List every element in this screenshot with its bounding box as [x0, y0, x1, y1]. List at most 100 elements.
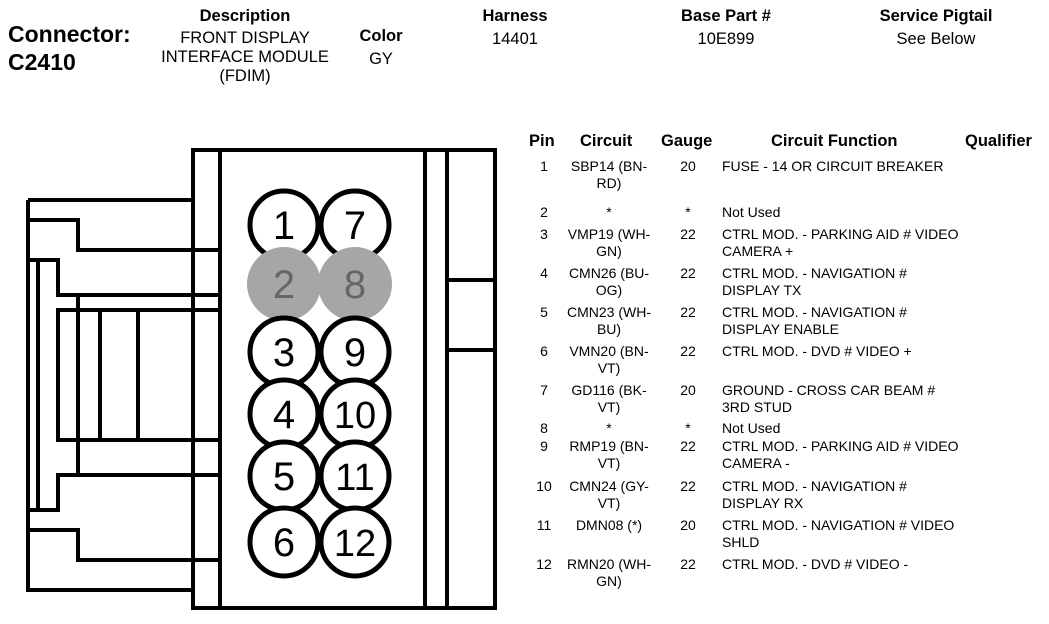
pin-6: 6 — [247, 505, 321, 579]
header-pin: Pin — [529, 132, 555, 150]
circuit-cell: VMP19 (WH-GN) — [567, 226, 651, 259]
function-cell: Not Used — [722, 204, 781, 220]
function-cell: CTRL MOD. - NAVIGATION # DISPLAY RX — [722, 478, 907, 511]
pin-8: 8 — [318, 247, 392, 321]
circuit-cell: CMN26 (BU-OG) — [568, 265, 650, 298]
header-gauge: Gauge — [661, 132, 713, 150]
circuit-cell: * — [606, 420, 612, 436]
base-part-value: 10E899 — [697, 30, 755, 48]
circuit-cell: SBP14 (BN-RD) — [570, 158, 648, 191]
function-cell: CTRL MOD. - DVD # VIDEO + — [722, 343, 912, 359]
circuit-cell: CMN24 (GY-VT) — [569, 478, 649, 511]
pin-cell: 10 — [536, 478, 552, 494]
pin-cell: 5 — [540, 304, 548, 320]
pin-cell: 3 — [540, 226, 548, 242]
description-value: FRONT DISPLAY INTERFACE MODULE (FDIM) — [161, 29, 329, 85]
gauge-cell: * — [685, 204, 691, 220]
pin-cavity-circle — [247, 247, 321, 321]
service-pigtail-label: Service Pigtail — [879, 7, 993, 25]
header-qualifier: Qualifier — [965, 132, 1032, 150]
pin-9: 9 — [318, 315, 392, 389]
pin-3: 3 — [247, 315, 321, 389]
function-cell: Not Used — [722, 420, 781, 436]
pin-cell: 12 — [536, 556, 552, 572]
pin-5: 5 — [247, 439, 321, 513]
pin-cell: 6 — [540, 343, 548, 359]
gauge-cell: 22 — [680, 304, 696, 320]
pin-cell: 7 — [540, 382, 548, 398]
base-part-label: Base Part # — [681, 7, 771, 25]
pin-12: 12 — [318, 505, 392, 579]
pin-number-label: 5 — [273, 455, 295, 499]
base-part-block: Base Part # 10E899 — [656, 7, 796, 49]
pin-number-label: 11 — [335, 457, 374, 499]
gauge-cell: 22 — [680, 265, 696, 281]
function-cell: CTRL MOD. - NAVIGATION # DISPLAY ENABLE — [722, 304, 907, 337]
pin-cell: 2 — [540, 204, 548, 220]
circuit-cell: DMN08 (*) — [575, 517, 643, 533]
gauge-cell: * — [685, 420, 691, 436]
gauge-cell: 22 — [680, 438, 696, 454]
circuit-cell: VMN20 (BN-VT) — [569, 343, 649, 376]
connector-diagram: 1 7 2 8 3 9 4 10 5 11 6 12 — [26, 148, 497, 610]
gauge-cell: 22 — [680, 556, 696, 572]
pin-number-label: 4 — [273, 393, 295, 437]
function-cell: FUSE - 14 OR CIRCUIT BREAKER — [722, 158, 944, 174]
pin-cell: 8 — [540, 420, 548, 436]
color-value: GY — [369, 50, 393, 68]
pin-number-label: 6 — [273, 521, 295, 565]
pin-cell: 1 — [540, 158, 548, 174]
function-cell: CTRL MOD. - PARKING AID # VIDEO CAMERA - — [722, 438, 959, 471]
pin-cell: 9 — [540, 438, 548, 454]
harness-label: Harness — [482, 7, 548, 25]
pin-number-label: 3 — [273, 331, 295, 375]
service-pigtail-block: Service Pigtail See Below — [856, 7, 1016, 49]
gauge-cell: 20 — [680, 382, 696, 398]
circuit-cell: RMP19 (BN-VT) — [569, 438, 649, 471]
pin-cavity-circle — [318, 247, 392, 321]
harness-block: Harness 14401 — [455, 7, 575, 49]
pin-number-label: 1 — [273, 204, 295, 248]
pin-cavity-circle — [247, 505, 321, 579]
connector-id: C2410 — [8, 49, 76, 75]
description-label: Description — [199, 7, 291, 25]
pin-2: 2 — [247, 247, 321, 321]
gauge-cell: 22 — [680, 478, 696, 494]
gauge-cell: 20 — [680, 158, 696, 174]
lock-outline — [38, 473, 220, 512]
circuit-cell: * — [606, 204, 612, 220]
pin-10: 10 — [318, 377, 392, 451]
pin-number-label: 8 — [344, 263, 366, 307]
left-tab-lower — [28, 528, 220, 562]
function-cell: CTRL MOD. - PARKING AID # VIDEO CAMERA + — [722, 226, 959, 259]
function-cell: CTRL MOD. - NAVIGATION # VIDEO SHLD — [722, 517, 955, 550]
color-label: Color — [359, 27, 403, 45]
connector-outline — [26, 148, 497, 610]
function-cell: CTRL MOD. - NAVIGATION # DISPLAY TX — [722, 265, 907, 298]
header-circuit-function: Circuit Function — [771, 132, 898, 150]
function-cell: GROUND - CROSS CAR BEAM # 3RD STUD — [722, 382, 936, 415]
gauge-cell: 22 — [680, 226, 696, 242]
gauge-cell: 22 — [680, 343, 696, 359]
description-block: Description FRONT DISPLAY INTERFACE MODU… — [145, 7, 345, 86]
pin-4: 4 — [247, 377, 321, 451]
pin-cell: 4 — [540, 265, 548, 281]
pin-number-label: 9 — [344, 331, 366, 375]
pin-number-label: 7 — [344, 204, 366, 248]
pin-1: 1 — [247, 188, 321, 262]
pin-number-label: 2 — [273, 263, 295, 307]
service-pigtail-value: See Below — [896, 30, 976, 48]
header-circuit: Circuit — [580, 132, 633, 150]
harness-value: 14401 — [492, 30, 538, 48]
pin-11: 11 — [318, 439, 392, 513]
pin-cavity-circle — [318, 505, 392, 579]
left-tab-upper — [28, 218, 220, 252]
connector-label: Connector: — [8, 21, 131, 47]
lock-outline — [28, 258, 40, 512]
circuit-cell: CMN23 (WH-BU) — [567, 304, 651, 337]
color-block: Color GY — [345, 27, 417, 69]
lock-outline — [38, 258, 220, 297]
pin-cell: 11 — [536, 517, 552, 533]
function-cell: CTRL MOD. - DVD # VIDEO - — [722, 556, 909, 572]
circuit-cell: GD116 (BK-VT) — [571, 382, 647, 415]
